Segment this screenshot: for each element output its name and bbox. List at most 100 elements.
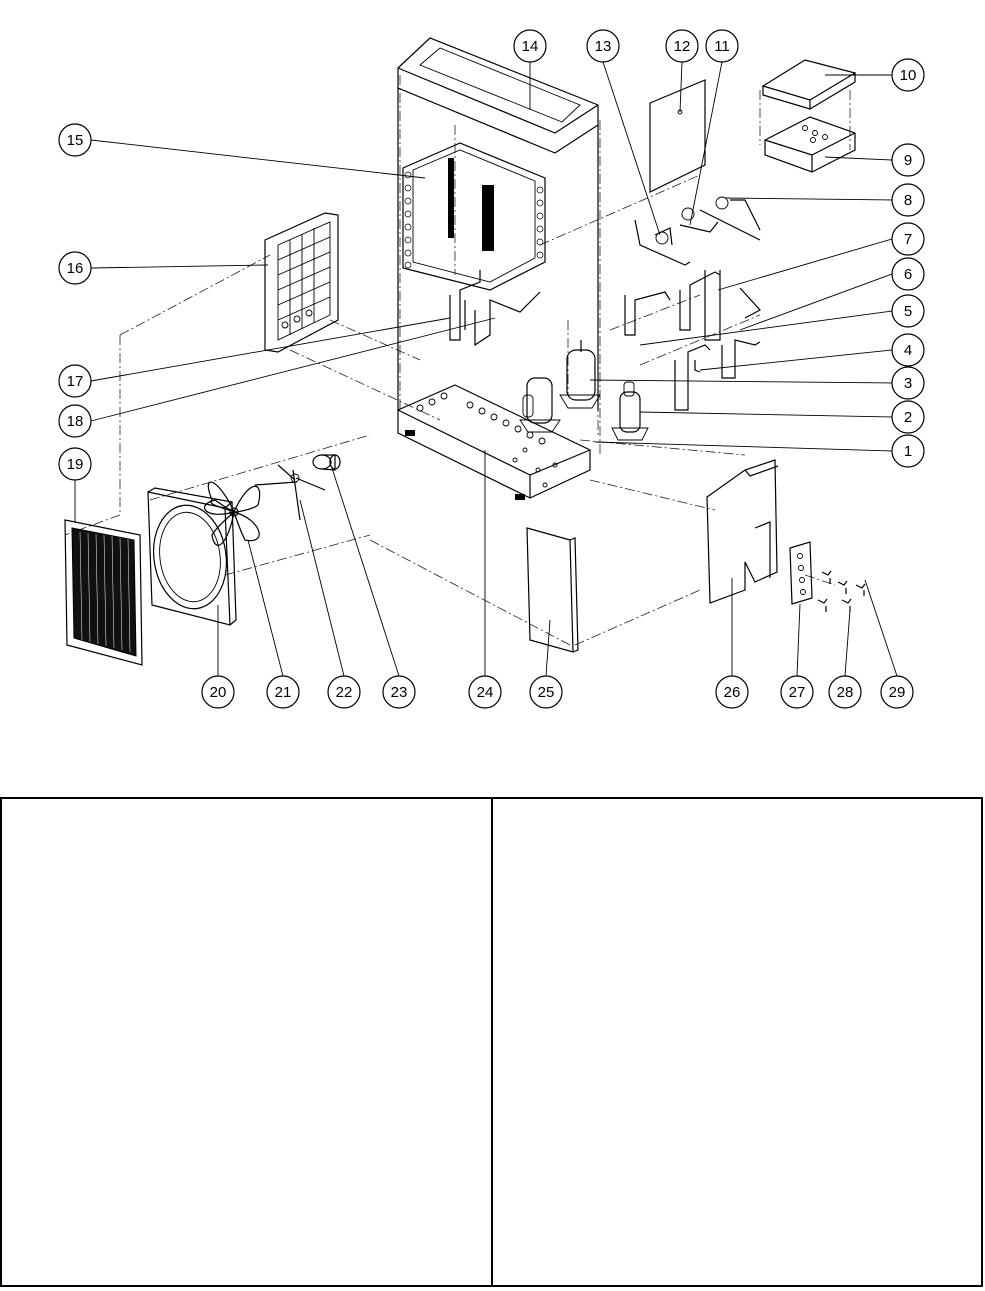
callout-circle (891, 222, 925, 256)
callout-circle (665, 29, 699, 63)
callout-23: 23 (382, 675, 416, 709)
callout-number: 5 (904, 303, 912, 320)
callout-number: 17 (67, 373, 84, 390)
callout-26: 26 (715, 675, 749, 709)
callout-circle (891, 333, 925, 367)
callout-circle (58, 364, 92, 398)
callout-3: 3 (891, 366, 925, 400)
callout-circle (201, 675, 235, 709)
callout-24: 24 (468, 675, 502, 709)
part-electrical-box (761, 59, 857, 173)
callout-number: 7 (904, 231, 912, 248)
callout-number: 13 (595, 38, 612, 55)
parts-table-right-column (490, 799, 982, 1285)
callout-circle (468, 675, 502, 709)
callout-2: 2 (891, 400, 925, 434)
callout-number: 12 (674, 38, 691, 55)
part-refrigerant-tubes (624, 196, 761, 411)
exploded-parts-diagram: 1234567891011121314151617181920212223242… (58, 29, 925, 709)
callout-22: 22 (327, 675, 361, 709)
part-side-grille (264, 212, 339, 353)
callout-circle (327, 675, 361, 709)
callout-circle (891, 257, 925, 291)
callout-number: 9 (904, 152, 912, 169)
callout-21: 21 (266, 675, 300, 709)
callout-number: 10 (900, 67, 917, 84)
callout-number: 18 (67, 413, 84, 430)
callout-number: 2 (904, 409, 912, 426)
callout-number: 22 (336, 684, 353, 701)
callout-circle (382, 675, 416, 709)
callout-8: 8 (891, 183, 925, 217)
part-motor-bracket (254, 464, 326, 521)
callout-circle (891, 434, 925, 468)
part-top-cover (397, 37, 599, 410)
callout-number: 28 (837, 684, 854, 701)
callout-11: 11 (705, 29, 739, 63)
callout-9: 9 (891, 143, 925, 177)
callout-number: 24 (477, 684, 494, 701)
callout-circle (705, 29, 739, 63)
callout-16: 16 (58, 251, 92, 285)
callout-circle (58, 447, 92, 481)
part-base-pan (397, 384, 591, 500)
part-terminal-and-valves (789, 541, 866, 612)
part-access-panel (649, 79, 706, 193)
callout-number: 11 (714, 38, 730, 55)
callout-circle (880, 675, 914, 709)
callout-25: 25 (529, 675, 563, 709)
callout-10: 10 (891, 58, 925, 92)
part-fan-blade (203, 481, 261, 546)
callout-number: 14 (522, 38, 539, 55)
callout-number: 6 (904, 266, 912, 283)
callout-number: 15 (67, 132, 84, 149)
callout-20: 20 (201, 675, 235, 709)
callout-circle (780, 675, 814, 709)
callout-circle (586, 29, 620, 63)
callout-circle (891, 143, 925, 177)
callout-number: 23 (391, 684, 408, 701)
callout-circle (58, 251, 92, 285)
part-tube-assembly (449, 270, 541, 347)
callout-number: 27 (789, 684, 806, 701)
assembly-guide-lines (64, 75, 851, 646)
callout-circle (891, 400, 925, 434)
callout-6: 6 (891, 257, 925, 291)
callout-number: 25 (538, 684, 555, 701)
callout-number: 26 (724, 684, 741, 701)
callout-number: 8 (904, 192, 912, 209)
callout-15: 15 (58, 123, 92, 157)
parts-table (0, 797, 983, 1287)
callout-circle (891, 183, 925, 217)
callout-14: 14 (513, 29, 547, 63)
callout-circle (828, 675, 862, 709)
callout-circle (266, 675, 300, 709)
callout-number: 20 (210, 684, 227, 701)
callout-27: 27 (780, 675, 814, 709)
part-front-grille (64, 519, 143, 666)
part-fan-motor (312, 454, 341, 471)
callout-4: 4 (891, 333, 925, 367)
callout-number: 29 (889, 684, 906, 701)
callout-circle (715, 675, 749, 709)
callout-circle (513, 29, 547, 63)
callout-number: 4 (904, 342, 912, 359)
parts-table-left-column (2, 799, 491, 1285)
callout-29: 29 (880, 675, 914, 709)
callout-13: 13 (586, 29, 620, 63)
callout-number: 1 (904, 443, 912, 460)
callout-number: 3 (904, 375, 912, 392)
part-side-panel (526, 527, 579, 653)
part-condenser-coil (402, 142, 546, 291)
callout-circle (891, 366, 925, 400)
part-fan-shroud (147, 487, 237, 626)
callout-7: 7 (891, 222, 925, 256)
callout-number: 16 (67, 260, 84, 277)
callout-5: 5 (891, 294, 925, 328)
callout-1: 1 (891, 434, 925, 468)
callout-number: 21 (275, 684, 292, 701)
callout-17: 17 (58, 364, 92, 398)
callout-18: 18 (58, 404, 92, 438)
callout-circle (891, 58, 925, 92)
